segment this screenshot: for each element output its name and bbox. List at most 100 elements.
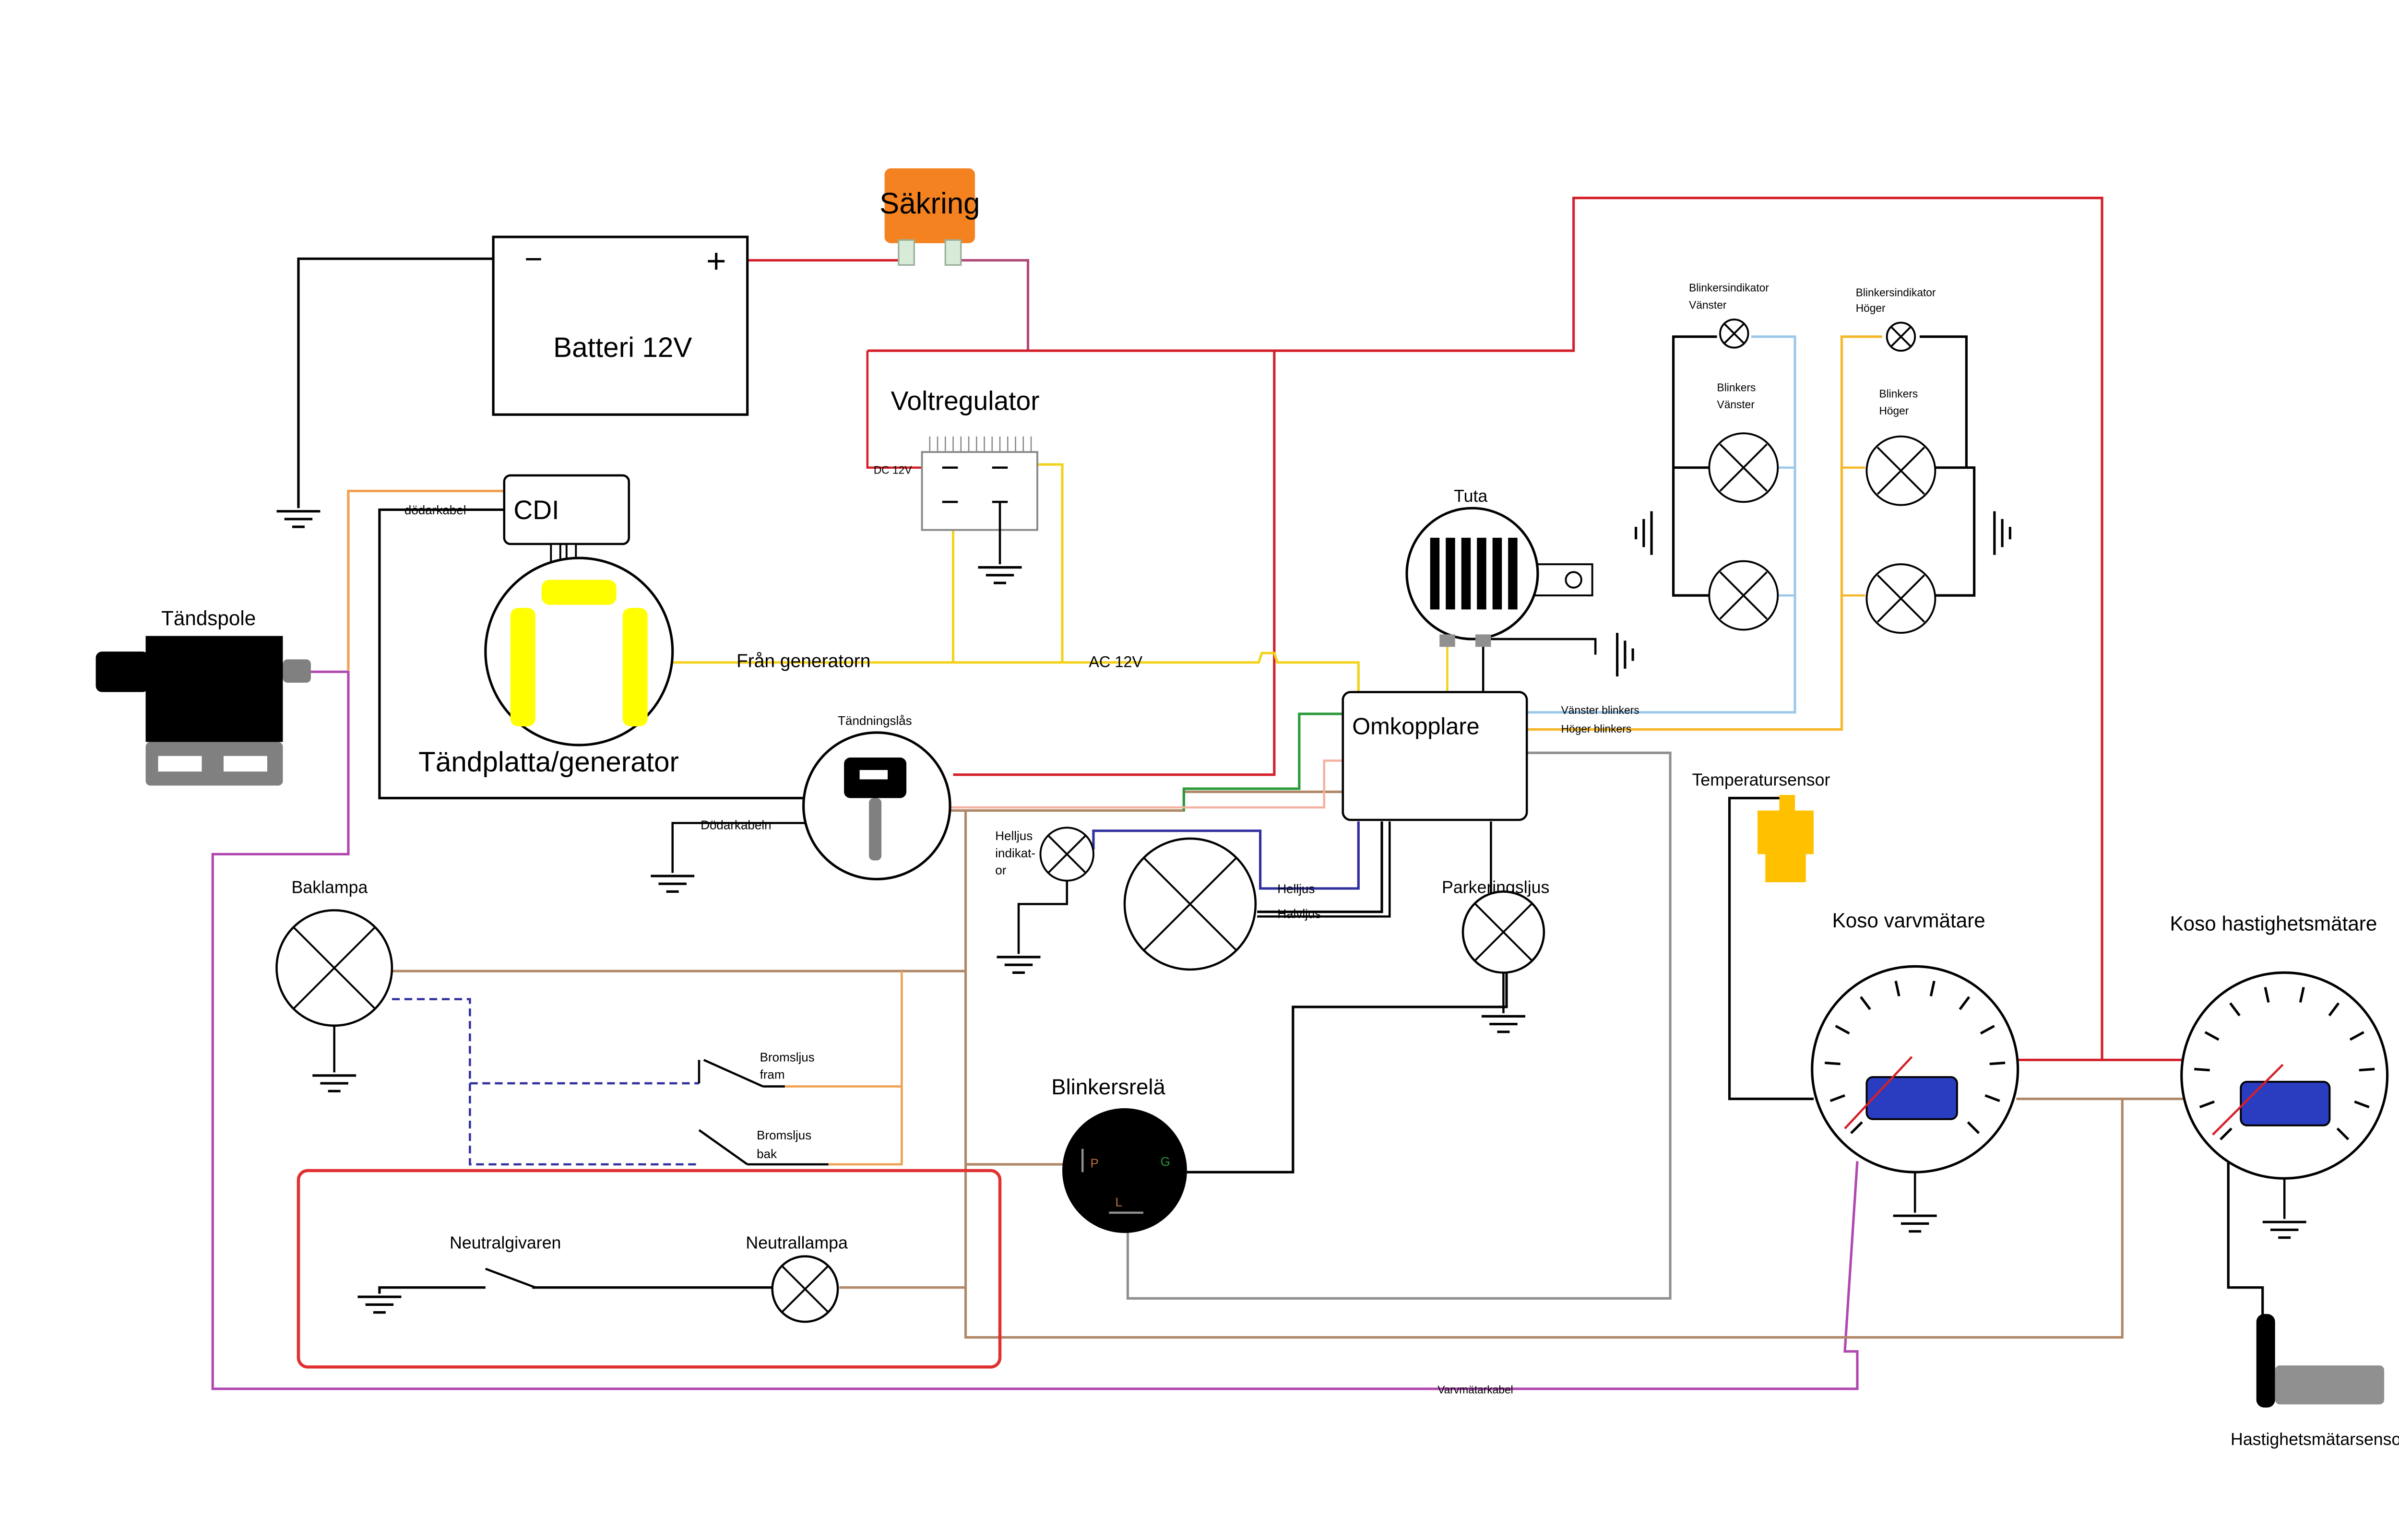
tacho-tick	[1825, 1061, 1841, 1066]
ignition-lock-label: Tändningslås	[838, 713, 912, 728]
high-beam-indicator: Helljus indikat- or	[995, 827, 1094, 882]
indicator-right: Blinkersindikator Höger	[1856, 286, 1936, 352]
indicator-left-label-1: Blinkersindikator	[1689, 282, 1769, 294]
fuse: Säkring	[879, 168, 980, 266]
relay-g-label: G	[1161, 1154, 1170, 1169]
relay-l-label: L	[1115, 1195, 1122, 1209]
tacho-tick	[1959, 996, 1971, 1010]
hb-indicator-label-1: Helljus	[995, 829, 1033, 843]
tacho-tick	[1989, 1061, 2006, 1066]
cdi-kill-label: dödarkabel	[404, 503, 466, 517]
high-beam-wire	[1092, 821, 1360, 890]
wires	[211, 197, 2264, 1390]
regulator-label: Voltregulator	[891, 386, 1040, 415]
temp-sensor-wire	[1728, 796, 1814, 1101]
hb-indicator-label-2: indikat-	[995, 846, 1035, 860]
tacho-tick	[1984, 1094, 2000, 1102]
regulator-dc-wire	[867, 349, 1276, 776]
left-blinker-ground	[1672, 466, 1710, 597]
tacho-tick	[1894, 981, 1900, 996]
indicator-left-label-2: Vänster	[1689, 298, 1727, 311]
tacho-tick	[1929, 981, 1936, 996]
cdi-kill-wire	[378, 508, 805, 800]
speedo-tick	[2349, 1031, 2364, 1041]
blinker-relay: Blinkersrelä P G L	[1051, 1075, 1187, 1233]
temperature-sensor: Temperatursensor	[1692, 770, 1830, 882]
switch-box: Omkopplare Vänster blinkers Höger blinke…	[1342, 691, 1639, 821]
tacho-tick	[1980, 1025, 1995, 1035]
horn-label: Tuta	[1454, 486, 1487, 506]
fuse-regulator-wire	[953, 259, 1030, 351]
regulator-ac-wire-2	[1028, 463, 1064, 663]
hb-indicator-label-3: or	[995, 863, 1006, 877]
speedo-tick	[2328, 1002, 2340, 1017]
tacho-tick	[1860, 996, 1871, 1010]
blinker-relay-label: Blinkersrelä	[1051, 1075, 1165, 1099]
speedo-tick	[2359, 1067, 2375, 1072]
indicator-left: Blinkersindikator Vänster	[1689, 282, 1769, 349]
fuse-label: Säkring	[879, 187, 980, 220]
indicator-right-label-1: Blinkersindikator	[1856, 286, 1936, 298]
tacho-tick	[1829, 1094, 1845, 1102]
speedo-label: Koso hastighetsmätare	[2170, 912, 2377, 935]
speed-sensor-label: Hastighetsmätarsensor	[2231, 1430, 2399, 1449]
tachometer: Koso varvmätare	[1811, 909, 2019, 1173]
dc12v-label: DC 12V	[874, 464, 912, 476]
battery-plus: +	[706, 242, 726, 281]
brake-front-label-1: Bromsljus	[760, 1050, 815, 1065]
green-switch-wire	[1182, 712, 1343, 811]
right-blinker-link	[1841, 466, 1865, 597]
right-blinker-ground	[1935, 466, 1976, 597]
tacho-tick	[1967, 1121, 1980, 1134]
high-beam-label: Helljus	[1277, 882, 1315, 896]
brake-front-label-2: fram	[760, 1067, 785, 1081]
tacho-label: Koso varvmätare	[1832, 909, 1985, 932]
headlight: Helljus Halvljus	[1123, 837, 1321, 971]
ignition-coil-label: Tändspole	[161, 607, 256, 629]
regulator-dc-in-wire	[866, 351, 938, 469]
speedo-tick	[2264, 987, 2270, 1003]
temp-sensor-label: Temperatursensor	[1692, 770, 1830, 789]
low-beam-wire-2	[1257, 821, 1391, 918]
pink-switch-wire	[950, 759, 1343, 809]
relay-p-label: P	[1090, 1156, 1098, 1170]
speed-sensor-wire	[2227, 1161, 2264, 1317]
right-turn-wire	[1527, 335, 1882, 731]
relay-switch-wire	[1126, 751, 1672, 1300]
speedo-tick	[2336, 1127, 2350, 1140]
neutral-sender-label: Neutralgivaren	[450, 1233, 561, 1252]
neutral-circuit-box	[297, 1169, 1002, 1369]
battery: − + Batteri 12V	[492, 236, 749, 416]
speedo-tick	[2229, 1002, 2241, 1017]
battery-minus: −	[524, 241, 543, 276]
horn: Tuta	[1405, 486, 1593, 647]
dash-power-wire	[1274, 197, 2103, 1061]
speedo-tick	[2204, 1031, 2220, 1041]
lock-kill-label: Dödarkabeln	[701, 817, 771, 832]
generator-ac-wire	[672, 652, 1360, 694]
tacho-cable-wire	[211, 670, 1859, 1390]
blinker-right-label-2: Höger	[1879, 404, 1909, 417]
tail-lamp-label: Baklampa	[292, 878, 368, 897]
switch-label: Omkopplare	[1352, 713, 1479, 739]
battery-label: Batteri 12V	[553, 332, 692, 363]
brake-switch-front: Bromsljus fram	[698, 1050, 815, 1088]
stator-label: Tändplatta/generator	[418, 746, 679, 778]
neutral-lamp-label: Neutrallampa	[746, 1233, 848, 1252]
indicator-right-label-2: Höger	[1856, 302, 1886, 314]
blinkers-right: Blinkers Höger	[1865, 387, 1936, 634]
ac12v-label: AC 12V	[1089, 653, 1142, 671]
neutral-ground-wire	[378, 1286, 486, 1294]
speedo-tick	[2220, 1127, 2233, 1140]
speedo-tick	[2199, 1100, 2215, 1109]
brake-dashed-wire-1	[392, 998, 699, 1166]
stator-generator: Tändplatta/generator	[418, 557, 679, 778]
left-turn-label: Vänster blinkers	[1561, 704, 1639, 716]
tacho-tick	[1850, 1121, 1863, 1134]
cdi-coil-wire	[347, 489, 504, 671]
from-generator-label: Från generatorn	[736, 651, 870, 672]
neutral-sender: Neutralgivaren	[450, 1233, 561, 1289]
neutral-lamp: Neutrallampa	[746, 1233, 848, 1323]
brake-switch-wire	[828, 971, 903, 1166]
